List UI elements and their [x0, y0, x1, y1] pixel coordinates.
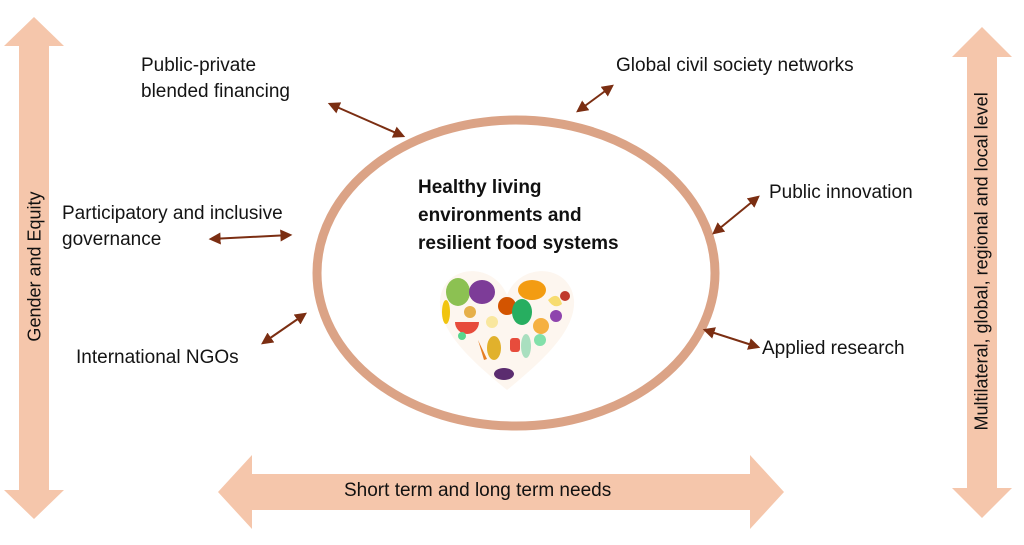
node-line: International NGOs	[76, 347, 239, 368]
center-ellipse	[312, 115, 720, 431]
center-title: Healthy living environments and resilien…	[418, 174, 619, 258]
node-participatory: Participatory and inclusive governance	[62, 201, 283, 253]
node-line: governance	[62, 229, 162, 250]
center-title-line: resilient food systems	[418, 233, 619, 254]
right-axis-arrow	[952, 27, 1012, 518]
left-axis-label: Gender and Equity	[24, 191, 45, 342]
bottom-axis-arrow	[218, 455, 784, 529]
connector-international-ngos	[261, 312, 307, 345]
node-line: Public-private	[141, 55, 257, 76]
node-public-private: Public-private blended financing	[141, 53, 290, 105]
connector-participatory	[208, 229, 293, 245]
connector-global-civil	[576, 84, 614, 113]
center-title-line: environments and	[418, 205, 582, 226]
connector-applied-research	[702, 327, 761, 350]
node-global-civil: Global civil society networks	[616, 53, 854, 79]
node-line: blended financing	[141, 81, 290, 102]
node-public-innovation: Public innovation	[769, 180, 913, 206]
node-applied-research: Applied research	[762, 336, 905, 362]
node-international-ngos: International NGOs	[76, 345, 239, 371]
left-axis-arrow	[4, 17, 64, 519]
fruit-vegetable-heart-icon	[439, 271, 575, 390]
right-axis-label: Multilateral, global, regional and local…	[971, 92, 992, 431]
node-line: Participatory and inclusive	[62, 203, 283, 224]
node-line: Global civil society networks	[616, 55, 854, 76]
connector-public-innovation	[712, 195, 760, 235]
node-line: Public innovation	[769, 182, 913, 203]
bottom-axis-label: Short term and long term needs	[344, 480, 612, 501]
node-line: Applied research	[762, 338, 905, 359]
connector-public-private	[327, 102, 406, 138]
center-title-line: Healthy living	[418, 177, 542, 198]
